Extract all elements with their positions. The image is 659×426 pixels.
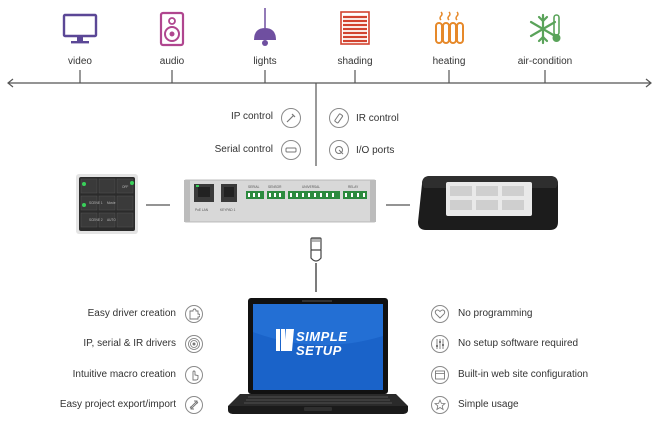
feature-label-export-import: Easy project export/import bbox=[59, 399, 176, 410]
keypad-label-auto: AUTO bbox=[107, 218, 116, 222]
category-label-heating: heating bbox=[432, 56, 466, 67]
ip-control-icon bbox=[281, 108, 301, 128]
speaker-icon bbox=[159, 11, 185, 47]
category-label-audio: audio bbox=[159, 56, 185, 67]
group-label-sensor: SENSOR bbox=[268, 185, 282, 189]
group-label-relay: RELAY bbox=[348, 185, 359, 189]
category-air-condition bbox=[529, 11, 563, 47]
feature-label-no-setup-software: No setup software required bbox=[458, 338, 579, 349]
puzzle-icon bbox=[185, 305, 203, 323]
transfer-arrows-icon bbox=[185, 396, 203, 414]
category-label-shading: shading bbox=[337, 56, 373, 67]
ip-control-label: IP control bbox=[230, 111, 273, 122]
category-lights bbox=[251, 8, 279, 48]
feature-label-no-programming: No programming bbox=[458, 308, 533, 319]
category-label-air-condition: air-condition bbox=[517, 56, 573, 67]
ir-control-label: IR control bbox=[356, 113, 399, 124]
keypad-label-movie: Movie bbox=[107, 201, 116, 205]
star-icon bbox=[431, 396, 449, 414]
hand-pointer-icon bbox=[185, 366, 203, 384]
serial-port-icon bbox=[281, 140, 301, 160]
laptop-logo-line1: SIMPLE bbox=[296, 329, 348, 344]
io-ports-label: I/O ports bbox=[356, 145, 395, 156]
feature-label-drivers: IP, serial & IR drivers bbox=[83, 338, 176, 349]
feature-label-easy-driver: Easy driver creation bbox=[87, 308, 176, 319]
monitor-icon bbox=[62, 13, 98, 44]
keypad-label-off: OFF bbox=[122, 185, 128, 189]
group-label-serial: SERIAL bbox=[248, 185, 260, 189]
ir-control-icon bbox=[329, 108, 349, 128]
controller-device: PoE LAN KEYPAD 1 SERIAL SENSOR UNIVERSAL… bbox=[184, 177, 376, 225]
laptop-logo-line2: SETUP bbox=[296, 343, 342, 358]
io-ports-icon bbox=[329, 140, 349, 160]
pendant-lamp-icon bbox=[254, 8, 276, 46]
port-label-keypad: KEYPAD 1 bbox=[220, 208, 236, 212]
feature-label-macro: Intuitive macro creation bbox=[72, 369, 176, 380]
category-heating bbox=[433, 10, 465, 46]
group-label-universal: UNIVERSAL bbox=[302, 185, 320, 189]
signal-waves-icon bbox=[185, 335, 203, 353]
heart-icon bbox=[431, 305, 449, 323]
category-label-lights: lights bbox=[253, 56, 277, 67]
feature-label-simple-usage: Simple usage bbox=[458, 399, 519, 410]
port-label-poe-lan: PoE LAN bbox=[195, 208, 209, 212]
browser-window-icon bbox=[431, 366, 449, 384]
category-label-video: video bbox=[68, 56, 92, 67]
keypad-label-scene-2: SCENE 2 bbox=[89, 218, 103, 222]
ethernet-cable bbox=[307, 236, 325, 294]
feature-label-web-config: Built-in web site configuration bbox=[458, 369, 589, 380]
snowflake-thermometer-icon bbox=[529, 13, 561, 45]
keypad-label-scene-1: SCENE 1 bbox=[89, 201, 103, 205]
radiator-icon bbox=[435, 11, 464, 44]
blinds-icon bbox=[340, 11, 370, 45]
touch-panel bbox=[416, 172, 562, 234]
serial-control-label: Serial control bbox=[214, 144, 273, 155]
sliders-icon bbox=[431, 335, 449, 353]
category-shading bbox=[340, 11, 370, 45]
category-video bbox=[62, 12, 98, 46]
wall-keypad: SCENE 1 SCENE 2 Movie AUTO OFF bbox=[76, 174, 138, 234]
category-audio bbox=[158, 11, 186, 47]
laptop bbox=[226, 296, 410, 418]
